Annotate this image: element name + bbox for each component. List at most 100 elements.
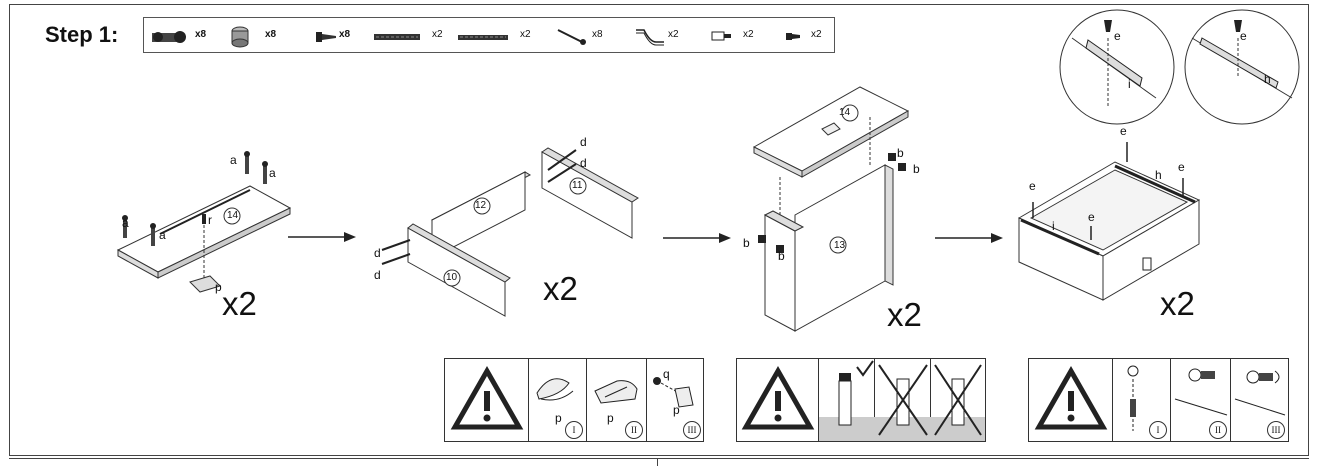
part-slide-a: x2 [372, 18, 452, 54]
panel-number: 11 [572, 180, 583, 191]
panel-number: 13 [834, 240, 846, 251]
label-e: e [1029, 179, 1036, 193]
bracket-icon [189, 275, 221, 293]
long-screw-icon [547, 149, 577, 171]
label-a: a [122, 216, 129, 230]
cam-bolt-icon [150, 223, 156, 246]
roman-numeral: II [625, 421, 643, 439]
roman-numeral: II [1209, 421, 1227, 439]
long-screw-icon [381, 239, 411, 251]
part-cam-lock: x8 [230, 18, 280, 54]
part-qty: x8 [195, 29, 207, 40]
roman-numeral: III [683, 421, 701, 439]
warning-icon [450, 365, 524, 430]
panel-number: 14 [227, 210, 239, 221]
cam-lock-icon [776, 245, 784, 253]
panel-number-badge [223, 207, 241, 225]
label-p: p [555, 411, 562, 425]
screw-icon [1104, 20, 1112, 32]
roman-numeral: III [1267, 421, 1285, 439]
roman-numeral: I [565, 421, 583, 439]
part-qty: x2 [520, 29, 531, 40]
bracket-icon [636, 29, 664, 46]
part-qty: x2 [743, 29, 754, 40]
warning-icon [1034, 365, 1108, 430]
label-i: i [1128, 77, 1131, 91]
part-knob: x2 [710, 18, 770, 54]
label-b: b [743, 236, 750, 250]
label-d: d [374, 246, 381, 260]
label-i: i [1052, 219, 1055, 233]
roman-numeral: I [1149, 421, 1167, 439]
step-cell-1: I [1113, 359, 1171, 441]
small-screw-icon [786, 33, 800, 40]
warning-icon [741, 365, 815, 430]
multiplier: x2 [543, 270, 578, 307]
screw-icon [1234, 20, 1242, 32]
assembly-diagram-4 [1017, 142, 1201, 301]
panel-number: 12 [475, 200, 487, 211]
label-a: a [269, 166, 276, 180]
screw-icon [202, 214, 206, 224]
cam-lock-icon [888, 153, 896, 161]
warning-panel-2 [736, 358, 986, 442]
part-qty: x2 [811, 29, 822, 40]
label-d: d [580, 135, 587, 149]
knob-icon [711, 31, 731, 41]
part-small-screw: x2 [784, 18, 832, 54]
label-h: h [1264, 72, 1271, 86]
cam-lock-icon [758, 235, 766, 243]
label-e: e [1240, 29, 1247, 43]
label-r: r [208, 213, 212, 227]
assembly-diagram-2 [381, 147, 639, 317]
cam-lock-icon [898, 163, 906, 171]
step-cell-2: II [1171, 359, 1231, 441]
bracket-icon [821, 122, 841, 136]
long-screw-icon [557, 29, 586, 45]
step-cell-2: p II [587, 359, 647, 441]
bottom-tick [657, 458, 658, 466]
knob-icon [1142, 257, 1152, 271]
cam-bolt-icon [152, 31, 186, 43]
warning-cell [445, 359, 529, 441]
part-bracket: x2 [634, 18, 694, 54]
multiplier: x2 [222, 285, 257, 322]
detail-circle [1184, 9, 1300, 125]
assembly-diagram-3 [752, 86, 910, 332]
instruction-frame [9, 4, 1309, 456]
check-icon [856, 360, 874, 377]
step-cell-3: III [1231, 359, 1288, 441]
cam-lock-icon [231, 26, 249, 48]
label-e: e [1120, 124, 1127, 138]
cam-bolt-icon [244, 151, 250, 174]
warning-panel-1: p I p II q p III [444, 358, 704, 442]
wrong-cell-2 [931, 359, 985, 441]
long-screw-icon [381, 253, 411, 265]
part-long-screw: x8 [556, 18, 616, 54]
step-title: Step 1: [45, 22, 119, 47]
bottom-divider [9, 458, 1309, 459]
part-qty: x2 [432, 29, 443, 40]
label-d: d [580, 156, 587, 170]
multiplier: x2 [1160, 285, 1195, 322]
label-p: p [673, 403, 680, 417]
wrong-cell-1 [875, 359, 931, 441]
label-b: b [913, 162, 920, 176]
label-b: b [778, 249, 785, 263]
label-b: b [897, 146, 904, 160]
part-screw: x8 [314, 18, 360, 54]
warning-cell [737, 359, 819, 441]
label-e: e [1114, 29, 1121, 43]
panel-number: 10 [446, 272, 458, 283]
assembly-diagram-1 [116, 151, 292, 293]
part-qty: x8 [592, 29, 603, 40]
label-q: q [663, 367, 670, 381]
step-cell-3: q p III [647, 359, 703, 441]
long-screw-icon [547, 163, 577, 183]
part-slide-b: x2 [456, 18, 536, 54]
multiplier: x2 [887, 296, 922, 333]
part-qty: x8 [339, 29, 351, 40]
label-e: e [1178, 160, 1185, 174]
screw-icon [316, 32, 336, 42]
part-qty: x2 [668, 29, 679, 40]
